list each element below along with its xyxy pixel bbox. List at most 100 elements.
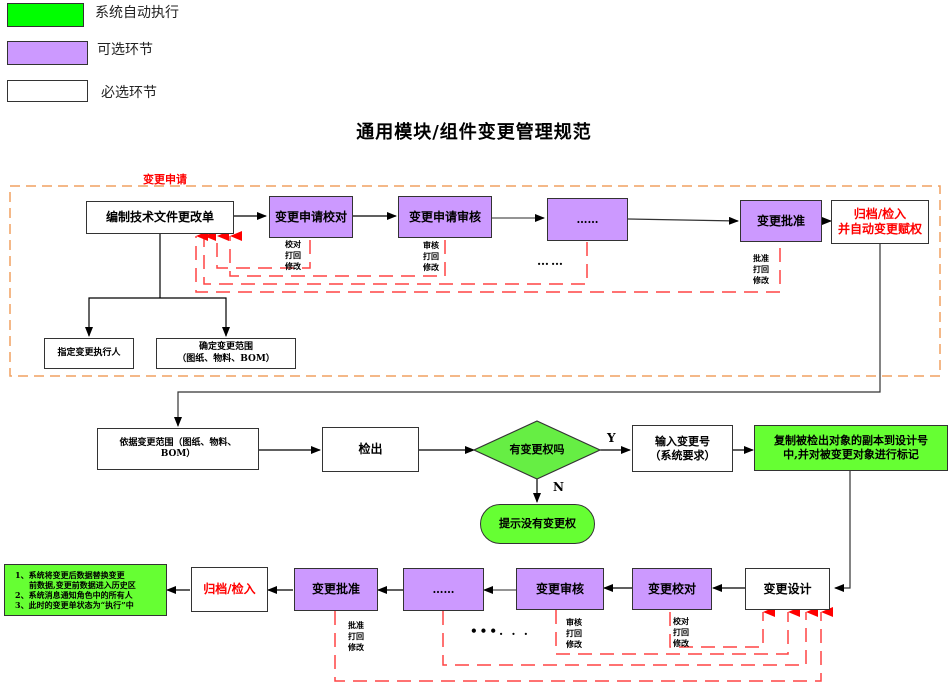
result-line-2: 前数据,变更前数据进入历史区 [29,580,136,590]
note-line: 批准 [348,620,364,630]
result-line-4: 3、此时的变更单状态为“执行”中 [15,600,134,610]
note-line: 打回 [348,631,364,642]
section-label-change-request: 变更申请 [143,173,187,186]
return-line-review [229,231,446,277]
dots-bottom: •••. . . [470,624,530,638]
assign-executor-label: 指定变更执行人 [57,347,121,358]
note-line: 打回 [566,628,582,639]
checkout-box[interactable]: 检出 [322,427,419,472]
result-line-1: 1、系统将变更后数据替换变更 [15,570,125,580]
more-bottom-label: …… [432,582,455,596]
return-line-check [216,231,311,269]
input-change-no-box[interactable]: 输入变更号 （系统要求） [632,425,733,472]
note-line: 修改 [673,638,689,649]
note-check-bottom: 校对 打回 修改 [673,616,689,650]
note-line: 审核 [423,240,439,250]
scope-label-line1: 确定变更范围 [198,342,253,353]
page-title: 通用模块/组件变更管理规范 [356,122,592,143]
result-box: 1、系统将变更后数据替换变更 前数据,变更前数据进入历史区 2、系统消息通知角色… [4,564,167,616]
archive-label: 归档/检入 [203,582,256,596]
archive-to-by-scope [174,244,881,427]
input-change-no-line2: （系统要求） [649,448,716,462]
decision-diamond [472,420,602,480]
more-steps-label: …… [576,212,599,226]
note-review-bottom: 审核 打回 修改 [566,617,582,651]
return-line-approve [195,231,781,293]
check-bottom-box[interactable]: 变更校对 [632,568,712,610]
copy-mark-line1: 复制被检出对象的副本到设计号 [774,434,928,448]
note-line: 修改 [348,642,364,653]
arrow-more-to-approve [627,216,739,225]
scope-label-line2: （图纸、物料、BOM） [177,353,275,364]
note-line: 打回 [423,251,439,262]
note-line: 修改 [566,639,582,650]
apply-check-box[interactable]: 变更申请校对 [269,196,353,238]
return-line-bottom-check [669,607,775,648]
check-bottom-label: 变更校对 [647,581,696,596]
by-scope-label-line1: 依据变更范围（图纸、物料、 [119,437,237,448]
archive-label-line1: 归档/检入 [853,207,907,221]
edit-tech-doc-label: 编制技术文件更改单 [105,210,214,224]
copy-to-design [834,471,851,592]
section-border [9,185,941,377]
note-review-top: 审核 打回 修改 [423,240,439,274]
no-permission-terminal[interactable]: 提示没有变更权 [480,504,595,544]
approve-bottom-box[interactable]: 变更批准 [294,568,378,611]
note-line: 修改 [285,261,301,272]
copy-mark-box[interactable]: 复制被检出对象的副本到设计号 中,并对被变更对象进行标记 [754,425,948,471]
return-line-bottom-more [442,607,818,666]
note-line: 修改 [423,262,439,273]
note-approve-top: 批准 打回 修改 [753,253,769,287]
legend-label-required: 必选环节 [101,85,157,101]
design-label: 变更设计 [763,581,812,596]
checkout-label: 检出 [358,442,383,456]
archive-auto-grant-box[interactable]: 归档/检入 并自动变更赋权 [831,200,929,244]
decision-label: 有变更权吗 [509,443,565,457]
approve-bottom-label: 变更批准 [311,582,360,596]
legend-swatch-auto [7,3,84,27]
result-line-3: 2、系统消息通知角色中的所有人 [15,590,133,600]
legend-label-optional: 可选环节 [97,42,153,58]
branch-to-executor [85,297,160,337]
copy-mark-line2: 中,并对被变更对象进行标记 [783,448,919,461]
dots-top: …… [537,254,565,268]
note-line: 校对 [673,616,689,626]
design-box[interactable]: 变更设计 [745,568,830,610]
return-line-bottom-review [555,607,800,655]
decision-label-box[interactable]: 有变更权吗 [480,438,594,462]
scope-box[interactable]: 确定变更范围 （图纸、物料、BOM） [156,338,296,369]
by-scope-box[interactable]: 依据变更范围（图纸、物料、 BOM） [97,428,259,470]
no-label: N [553,480,564,494]
note-line: 打回 [673,627,689,638]
review-bottom-box[interactable]: 变更审核 [516,568,604,610]
by-scope-label-line2: BOM） [160,449,196,459]
archive-label-line2: 并自动变更赋权 [837,222,922,236]
note-line: 批准 [753,253,769,263]
branch-to-scope [160,297,230,337]
note-line: 打回 [753,264,769,275]
note-line: 审核 [566,617,582,627]
no-permission-label: 提示没有变更权 [499,517,576,531]
note-line: 校对 [285,239,301,249]
return-line-more [203,231,588,285]
note-approve-bottom: 批准 打回 修改 [348,620,364,654]
note-line: 修改 [753,275,769,286]
more-bottom-box[interactable]: …… [403,568,484,611]
review-bottom-label: 变更审核 [535,581,584,596]
apply-check-label: 变更申请校对 [274,209,347,224]
apply-review-box[interactable]: 变更申请审核 [398,196,492,238]
archive-box[interactable]: 归档/检入 [191,567,268,612]
assign-executor-box[interactable]: 指定变更执行人 [44,338,134,369]
input-change-no-line1: 输入变更号 [655,434,710,448]
legend-swatch-required [7,80,88,102]
apply-review-label: 变更申请审核 [408,209,481,224]
edit-tech-doc-box[interactable]: 编制技术文件更改单 [86,201,234,234]
note-line: 打回 [285,250,301,261]
note-check-top: 校对 打回 修改 [285,239,301,273]
approve-label: 变更批准 [756,213,805,228]
more-steps-box[interactable]: …… [547,198,628,241]
legend-label-auto: 系统自动执行 [95,5,179,21]
approve-box[interactable]: 变更批准 [740,200,822,242]
yes-label: Y [607,431,616,445]
